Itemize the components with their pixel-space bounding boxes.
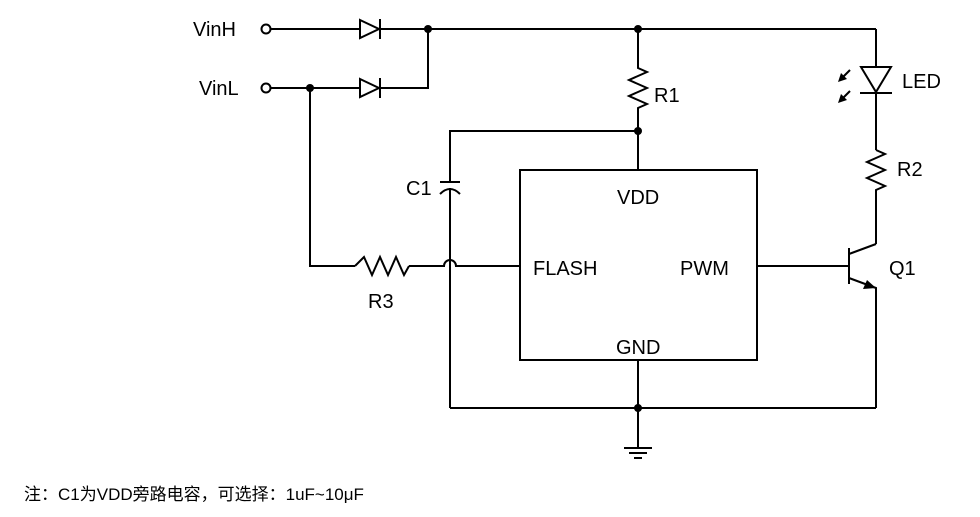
vinl-terminal bbox=[260, 82, 272, 94]
chip-pin-pwm: PWM bbox=[680, 258, 729, 280]
vinh-terminal bbox=[260, 23, 272, 35]
q1-label: Q1 bbox=[889, 258, 916, 280]
led bbox=[838, 29, 893, 150]
r1-label: R1 bbox=[654, 85, 680, 107]
junction bbox=[424, 25, 432, 33]
diode-vinh bbox=[271, 18, 876, 40]
junction bbox=[634, 404, 642, 412]
c1-label: C1 bbox=[406, 178, 432, 200]
vinl-label: VinL bbox=[199, 78, 239, 100]
junction bbox=[634, 25, 642, 33]
chip-pin-gnd: GND bbox=[616, 337, 660, 359]
chip-pin-flash: FLASH bbox=[533, 258, 597, 280]
chip-pin-vdd: VDD bbox=[617, 187, 659, 209]
resistor-r2 bbox=[864, 149, 888, 244]
footnote: 注：C1为VDD旁路电容，可选择：1uF~10μF bbox=[24, 485, 364, 504]
ground-net bbox=[450, 360, 876, 459]
r3-label: R3 bbox=[368, 291, 394, 313]
transistor-q1 bbox=[757, 243, 877, 408]
diode-vinl bbox=[271, 29, 429, 99]
r2-label: R2 bbox=[897, 159, 923, 181]
capacitor-c1 bbox=[439, 130, 638, 408]
led-label: LED bbox=[902, 71, 941, 93]
resistor-r1 bbox=[626, 29, 650, 170]
vinh-label: VinH bbox=[193, 19, 236, 41]
